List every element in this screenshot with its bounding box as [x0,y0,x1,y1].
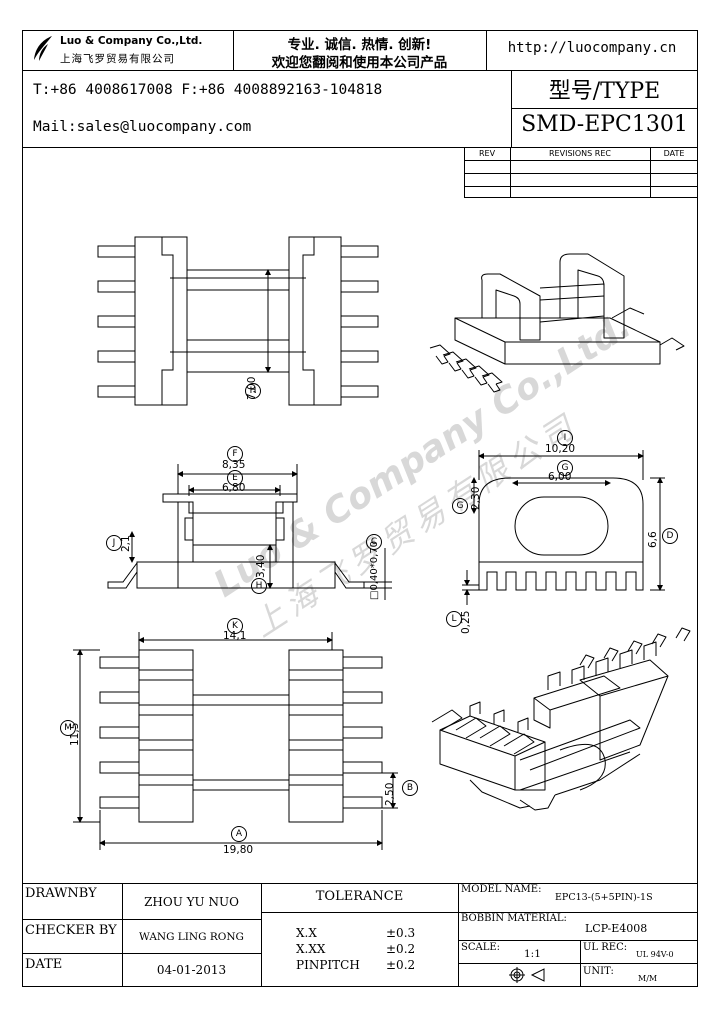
slogan-line-1: 专业. 诚信. 热情. 创新! [287,37,432,53]
dim-balloon-l: L [446,611,462,627]
type-value: SMD-EPC1301 [521,112,688,137]
dim-value-c: □0,40*0,70 [369,541,380,600]
ul-rec-value: UL 94V-0 [636,950,674,959]
tolerance-label: TOLERANCE [315,889,404,904]
slogan-line-2: 欢迎您翻阅和使用本公司产品 [271,55,448,71]
revision-col-date: DATE [663,149,685,158]
phone-fax: T:+86 4008617008 F:+86 4008892163-104818 [33,82,383,98]
dim-value-m: 11,5 [69,722,81,746]
dim-balloon-i: I [557,430,573,446]
company-name-cn: 上海飞罗贸易有限公司 [60,53,175,65]
bobbin-material-value: LCP-E4008 [585,922,648,935]
tolerance-xx-label: X.X [296,926,317,940]
type-label: 型号/TYPE [548,79,661,104]
tolerance-pin-label: PINPITCH [296,958,360,972]
dim-value-i: 10,20 [545,443,576,455]
website-link[interactable]: http://luocompany.cn [507,40,677,56]
company-logo [30,34,56,64]
dim-balloon-f: F [227,446,243,462]
tolerance-xxx-label: X.XX [296,942,326,956]
dim-balloon-c: C [366,534,382,550]
checker-label: CHECKER BY [25,923,117,938]
dim-value-a: 19,80 [223,844,254,856]
dim-value-l: 0,25 [460,610,472,634]
dim-balloon-g2: G [452,498,468,514]
drawnby-value: ZHOU YU NUO [144,895,239,909]
unit-label: UNIT: [583,966,614,977]
side-view [107,464,392,600]
isometric-view-bottom [431,627,691,811]
title-block-footer [22,883,698,987]
date-value: 04-01-2013 [156,963,227,977]
checker-value: WANG LING RONG [139,931,244,943]
dim-balloon-a: A [231,826,247,842]
dim-balloon-h: H [245,383,261,399]
tolerance-pin-value: ±0.2 [386,958,416,972]
drawnby-label: DRAWNBY [25,886,97,901]
bottom-view [73,632,398,850]
mail-address: Mail:sales@luocompany.com [33,119,252,135]
dim-balloon-m: M [60,720,76,736]
dim-value-h2: 3,40 [255,554,267,578]
top-view [97,236,379,406]
dim-value-d: 6,6 [647,531,659,548]
projection-symbol-icon [508,966,548,984]
date-label: DATE [25,957,63,972]
dim-balloon-k: K [227,618,243,634]
dim-value-g: 6,00 [548,471,572,483]
tolerance-xx-value: ±0.3 [386,926,416,940]
front-view [462,450,665,605]
isometric-view-top [429,253,685,393]
dim-balloon-e: E [227,470,243,486]
dim-value-e: 6,80 [222,482,246,494]
tolerance-xxx-value: ±0.2 [386,942,416,956]
dim-balloon-g: G [557,460,573,476]
scale-value: 1:1 [524,948,541,960]
dim-value-h: 7,00 [246,376,258,400]
dim-value-g2: 2,30 [470,486,482,510]
revision-col-rec: REVISIONS REC [549,149,611,158]
dim-value-k: 14,1 [223,630,247,642]
dim-value-j: 2,1 [120,535,132,552]
company-name: Luo & Company Co.,Ltd. [60,35,203,47]
model-name-label: MODEL NAME: [461,884,542,895]
dim-balloon-j: J [106,535,122,551]
dim-balloon-h2: H [251,578,267,594]
bobbin-material-label: BOBBIN MATERIAL: [461,913,567,924]
dim-value-f: 8,35 [222,459,246,471]
leaf-logo-icon [34,36,52,61]
dim-balloon-b: B [402,780,418,796]
dim-balloon-d: D [662,528,678,544]
ul-rec-label: UL REC: [583,942,628,953]
title-block-header [22,30,698,148]
dim-value-b: 2,50 [384,782,396,806]
scale-label: SCALE: [461,942,501,953]
model-name-value: EPC13-(5+5PIN)-1S [555,892,653,903]
revision-col-rev: REV [478,149,496,158]
unit-value: M/M [638,974,658,983]
